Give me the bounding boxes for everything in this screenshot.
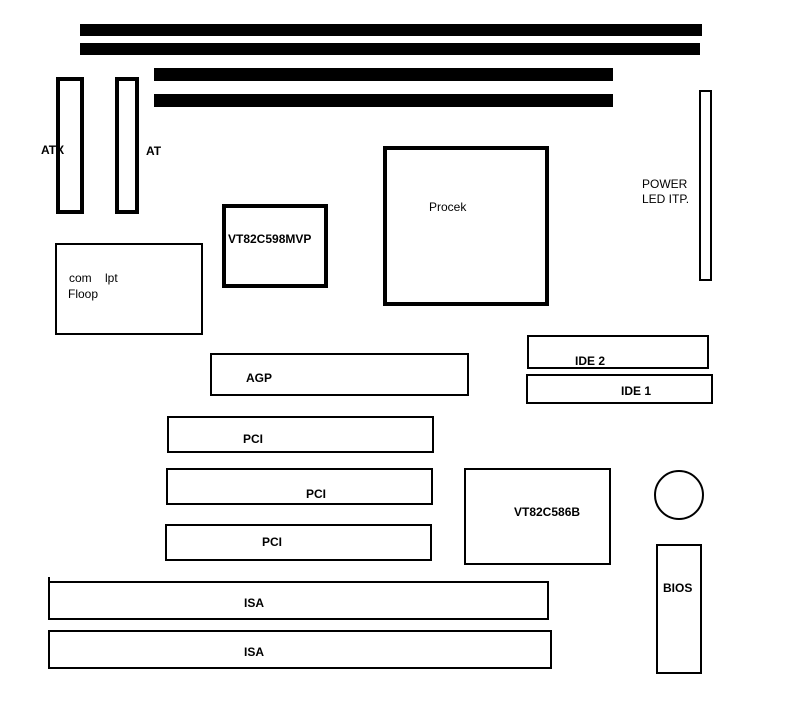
ram-slot-2 bbox=[80, 43, 700, 55]
cpu-socket bbox=[383, 146, 549, 306]
atx-connector bbox=[56, 77, 84, 214]
ide1-label: IDE 1 bbox=[621, 384, 652, 398]
pci-label-3: PCI bbox=[262, 535, 283, 549]
pci-slot-1 bbox=[167, 416, 434, 453]
ram-slot-1 bbox=[80, 24, 702, 36]
north-bridge-chip bbox=[222, 204, 328, 288]
pci-slot-2 bbox=[166, 468, 433, 505]
cmos-battery bbox=[654, 470, 704, 520]
pci-label-2: PCI bbox=[306, 487, 327, 501]
isa-label-2: ISA bbox=[244, 645, 265, 659]
isa-slot-1 bbox=[48, 581, 549, 620]
io-ports-block bbox=[55, 243, 203, 335]
at-connector bbox=[115, 77, 139, 214]
agp-slot bbox=[210, 353, 469, 396]
bios-chip bbox=[656, 544, 702, 674]
led-itp-label: LED ITP. bbox=[642, 192, 690, 206]
ram-slot-3 bbox=[154, 68, 613, 81]
com-label: com bbox=[69, 271, 92, 285]
south-bridge-label: VT82C586B bbox=[514, 505, 581, 519]
isa-slot-1-notch bbox=[48, 577, 50, 583]
atx-label: ATX bbox=[41, 143, 65, 157]
pci-slot-3 bbox=[165, 524, 432, 561]
south-bridge-chip bbox=[464, 468, 611, 565]
ide1-connector bbox=[526, 374, 713, 404]
isa-label-1: ISA bbox=[244, 596, 265, 610]
at-label: AT bbox=[146, 144, 162, 158]
floppy-label: Floop bbox=[68, 287, 99, 301]
ide2-label: IDE 2 bbox=[575, 354, 606, 368]
cpu-label: Procek bbox=[429, 200, 467, 214]
power-led-header bbox=[699, 90, 712, 281]
bios-label: BIOS bbox=[663, 581, 693, 595]
isa-slot-2 bbox=[48, 630, 552, 669]
power-label: POWER bbox=[642, 177, 688, 191]
pci-label-1: PCI bbox=[243, 432, 264, 446]
north-bridge-label: VT82C598MVP bbox=[228, 232, 312, 246]
ram-slot-4 bbox=[154, 94, 613, 107]
ide2-connector bbox=[527, 335, 709, 369]
agp-label: AGP bbox=[246, 371, 273, 385]
lpt-label: lpt bbox=[105, 271, 118, 285]
